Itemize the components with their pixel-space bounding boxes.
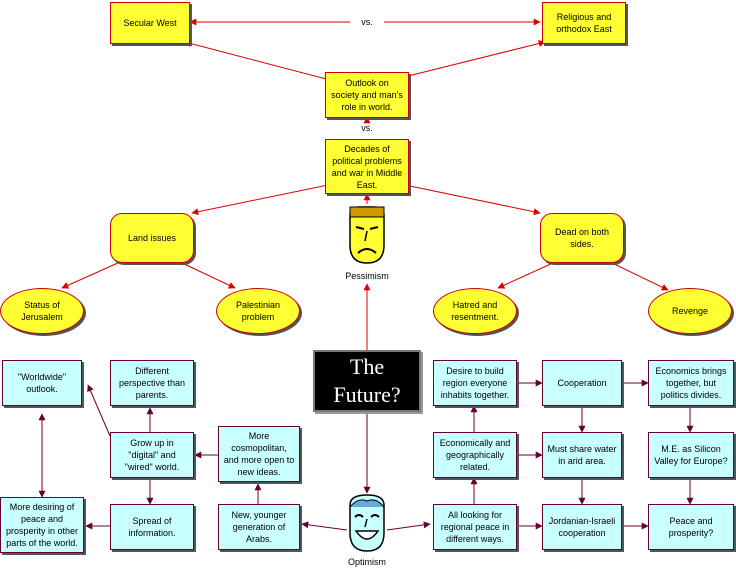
node-the-future[interactable]: The Future?	[313, 350, 421, 412]
link-land-palestinian	[179, 261, 236, 289]
node-economics-brings[interactable]: Economics brings together, but politics …	[648, 360, 734, 406]
node-new-generation[interactable]: New, younger generation of Arabs.	[218, 504, 300, 550]
node-status-jerusalem[interactable]: Status of Jerusalem	[0, 288, 84, 334]
label-optimism: Optimism	[348, 557, 386, 567]
node-cooperation[interactable]: Cooperation	[542, 360, 622, 406]
link-opt-newgen	[301, 521, 348, 531]
link-decades-land	[191, 184, 329, 216]
link-opt-alllooking	[386, 521, 431, 531]
link-dead-hatred	[497, 261, 556, 289]
label-vs-mid: vs.	[361, 123, 373, 133]
node-me-silicon[interactable]: M.E. as Silicon Valley for Europe?	[648, 432, 734, 478]
node-decades[interactable]: Decades of political problems and war in…	[325, 139, 409, 194]
node-more-desiring[interactable]: More desiring of peace and prosperity in…	[0, 497, 84, 553]
node-worldwide[interactable]: "Worldwide" outlook.	[2, 360, 82, 406]
node-must-share[interactable]: Must share water in arid area.	[542, 432, 622, 478]
link-decades-dead	[404, 184, 541, 216]
node-econ-geo[interactable]: Economically and geographically related.	[433, 432, 517, 478]
link-outlook-religious	[399, 40, 546, 79]
link-growup-worldwide	[87, 384, 111, 437]
label-pessimism: Pessimism	[345, 271, 389, 281]
node-revenge[interactable]: Revenge	[648, 288, 732, 334]
label-vs-top: vs.	[350, 16, 384, 28]
node-more-cosmopolitan[interactable]: More cosmopolitan, and more open to new …	[218, 426, 300, 482]
node-land-issues[interactable]: Land issues	[110, 213, 194, 263]
node-secular-west[interactable]: Secular West	[110, 2, 190, 44]
node-different-perspective[interactable]: Different perspective than parents.	[110, 360, 194, 406]
smiling-face-icon	[349, 494, 385, 552]
node-religious-east[interactable]: Religious and orthodox East	[542, 2, 626, 44]
node-dead-both[interactable]: Dead on both sides.	[540, 213, 624, 263]
node-hatred[interactable]: Hatred and resentment.	[433, 288, 517, 334]
node-palestinian-problem[interactable]: Palestinian problem	[216, 288, 300, 334]
link-land-status	[61, 261, 121, 289]
link-outlook-secular	[184, 40, 331, 81]
node-peace-prosperity[interactable]: Peace and prosperity?	[648, 504, 734, 550]
node-grow-up[interactable]: Grow up in "digital" and "wired" world.	[110, 432, 194, 478]
link-dead-revenge	[609, 261, 669, 291]
node-spread-info[interactable]: Spread of information.	[110, 504, 194, 550]
node-jordanian[interactable]: Jordanian-Israeli cooperation	[542, 504, 622, 550]
node-outlook[interactable]: Outlook on society and man's role in wor…	[325, 72, 409, 118]
frowning-face-icon	[349, 206, 385, 264]
node-desire-build[interactable]: Desire to build region everyone inhabits…	[433, 360, 517, 406]
node-all-looking[interactable]: All looking for regional peace in differ…	[433, 504, 517, 550]
